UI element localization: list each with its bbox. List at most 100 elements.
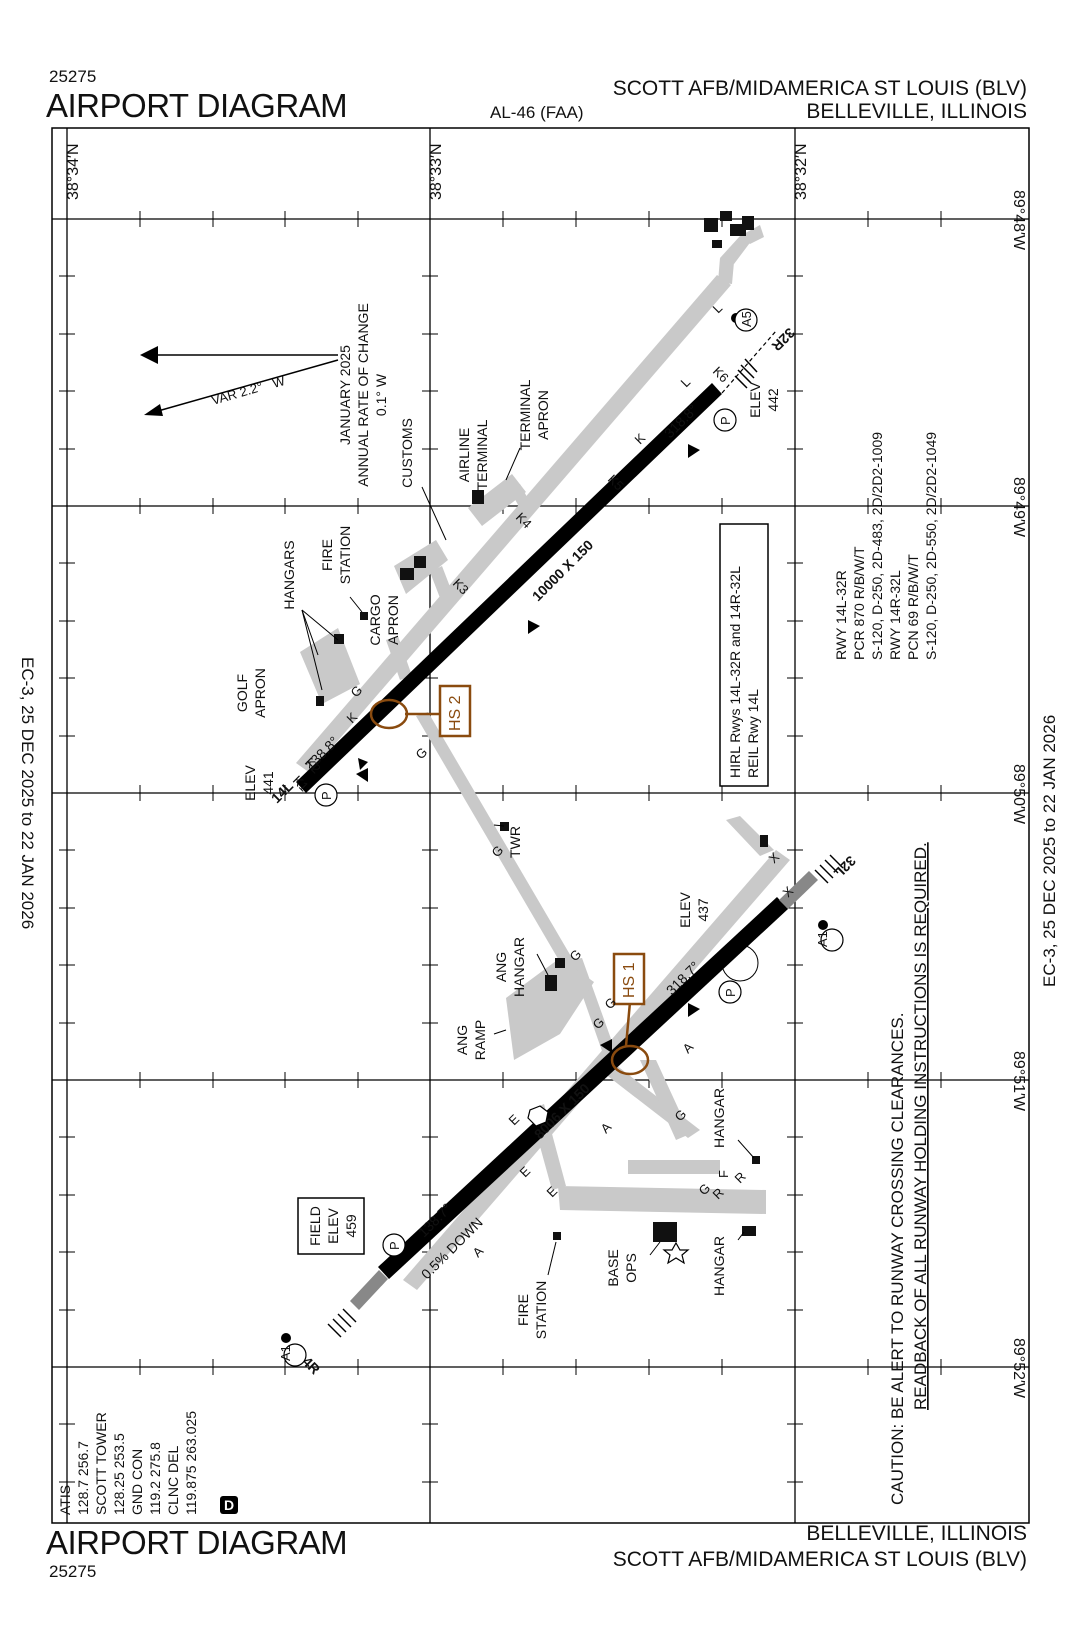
lat-long-grid [52,128,1029,1523]
footer-airport-name: SCOTT AFB/MIDAMERICA ST LOUIS (BLV) [613,1548,1027,1571]
pavement-l2: PCR 870 R/B/W/T [851,546,867,660]
pavement-l6: S-120, D-250, 2D-550, 2D/2D2-1049 [923,432,939,660]
freq-tower-label: SCOTT TOWER [93,1412,109,1515]
runway-14r-overrun [350,1270,388,1310]
building-ne-4 [712,240,722,248]
pavement-strength-notes: RWY 14L-32R PCR 870 R/B/W/T S-120, D-250… [833,432,939,660]
label-fire-station-south-2: STATION [533,1281,549,1340]
label-hangars: HANGARS [281,540,297,609]
cargo-building-1 [400,568,414,580]
cargo-building-2 [414,556,426,568]
header-doc-number: 25275 [49,67,96,86]
runway-32l-elev-label: ELEV [677,891,693,927]
grid-ticks [59,211,942,1483]
pavement-l4: RWY 14R-32L [887,570,903,660]
variation-label: VAR 2.2° [210,379,265,408]
label-ang-hangar-2: HANGAR [511,937,527,997]
rwy-direction-arrow-2 [356,768,368,782]
label-hangar-south: HANGAR [711,1236,727,1296]
rwy-direction-arrow-3 [600,1039,612,1053]
rwy-direction-arrow-6 [358,758,368,770]
papi-14l-ring [314,783,338,807]
caution-line-2: READBACK OF ALL RUNWAY HOLDING INSTRUCTI… [911,842,930,1410]
terminal-apron [468,474,526,526]
twy-label-r-2: R [732,1169,749,1186]
a1-marker-south-ring [283,1343,307,1367]
pavement-l5: PCN 69 R/B/W/T [905,554,921,660]
hotspot-hs2-label: HS 2 [447,695,464,731]
header-airport-name: SCOTT AFB/MIDAMERICA ST LOUIS (BLV) [613,77,1027,100]
label-base-ops-1: BASE [605,1249,621,1286]
freq-ground-label: GND CON [129,1449,145,1515]
footer-city-state: BELLEVILLE, ILLINOIS [806,1522,1027,1545]
runway-14r-32l-surface [378,897,788,1279]
label-fire-station-north-2: STATION [337,526,353,585]
footer-title: AIRPORT DIAGRAM [46,1524,347,1561]
field-elev-frame [297,1197,365,1255]
header-al-number: AL-46 (FAA) [490,103,584,122]
runway-14l-32r [296,330,777,793]
papi-32r-ring [713,408,737,432]
a1-marker-south-label: A1 [278,1345,293,1361]
variation-change-1: JANUARY 2025 [337,345,353,445]
field-elev-l1: FIELD [307,1206,323,1246]
hotspot-hs1: HS 1 [610,952,650,1076]
ang-hangar-building [545,975,557,991]
label-base-ops-2: OPS [623,1253,639,1283]
label-fire-station-south-1: FIRE [515,1294,531,1326]
twy-label-e-1: E [506,1111,523,1128]
twy-label-k-2: K [632,430,649,447]
papi-32l-ring [718,980,742,1004]
hotspot-hs1-label: HS 1 [621,962,638,998]
buildings [316,211,768,1242]
ang-hangar-building-2 [555,958,565,968]
hangar-east-building [752,1156,760,1164]
papi-14l-label: P [319,791,334,800]
pavement-l3: S-120, D-250, 2D-483, 2D/2D2-1009 [869,432,885,660]
building-ne-5 [742,216,754,230]
pavement-l1: RWY 14L-32R [833,570,849,660]
rwy-direction-arrow-5 [688,444,700,458]
windcone-32l [818,920,828,930]
variation-dir: W [271,373,288,391]
lat-label-38-34: 38°34′N [65,143,82,200]
hotspot-hs2: HS 2 [369,684,472,738]
indicator-markers: A1 A1 A5 P P P P [278,308,844,1367]
runway-14l-elev-label: ELEV [242,764,258,800]
label-terminal-apron-1: TERMINAL [517,379,533,450]
hangar-taxilane [628,1160,720,1174]
twy-label-l-1: L [678,374,694,390]
freq-tower-value: 128.25 253.5 [111,1433,127,1515]
taxiway-l-north [718,258,734,284]
label-customs: CUSTOMS [399,418,415,488]
variation-change-2: ANNUAL RATE OF CHANGE [355,303,371,487]
freq-atis-label: ATIS [57,1485,73,1515]
long-label-89-48: 89°48′W [1010,190,1027,251]
lat-label-38-32: 38°32′N [793,143,810,200]
hotspot-hs2-box [438,684,472,738]
compass-ring-32l [721,944,759,982]
a1-marker-north-label: A1 [815,931,830,947]
label-leader-lines [301,447,755,1276]
papi-32r-label: P [718,416,733,425]
label-tower: TWR [507,826,523,858]
base-ops-building [653,1222,677,1242]
hangar-north-2 [316,696,324,706]
magnetic-north-arrow [144,404,163,416]
rwy-direction-arrow-1 [528,620,540,634]
helipad-icon [527,1105,549,1127]
header-title: AIRPORT DIAGRAM [46,87,347,124]
lighting-note-frame [719,523,769,787]
taxiway-l-end [740,225,764,244]
building-ne-1 [704,218,718,232]
taxiway-g [416,712,586,986]
twy-label-k6: K6 [710,364,732,386]
twy-label-g-2: G [413,744,431,762]
twy-label-a-1: A [470,1243,487,1260]
runway-32l-threshold-bars [814,854,844,884]
building-x-end [760,835,768,847]
label-ang-hangar-1: ANG [493,952,509,982]
label-fire-station-north-1: FIRE [319,539,335,571]
windcone-14r [281,1333,291,1343]
field-elev-l3: 459 [343,1214,359,1238]
